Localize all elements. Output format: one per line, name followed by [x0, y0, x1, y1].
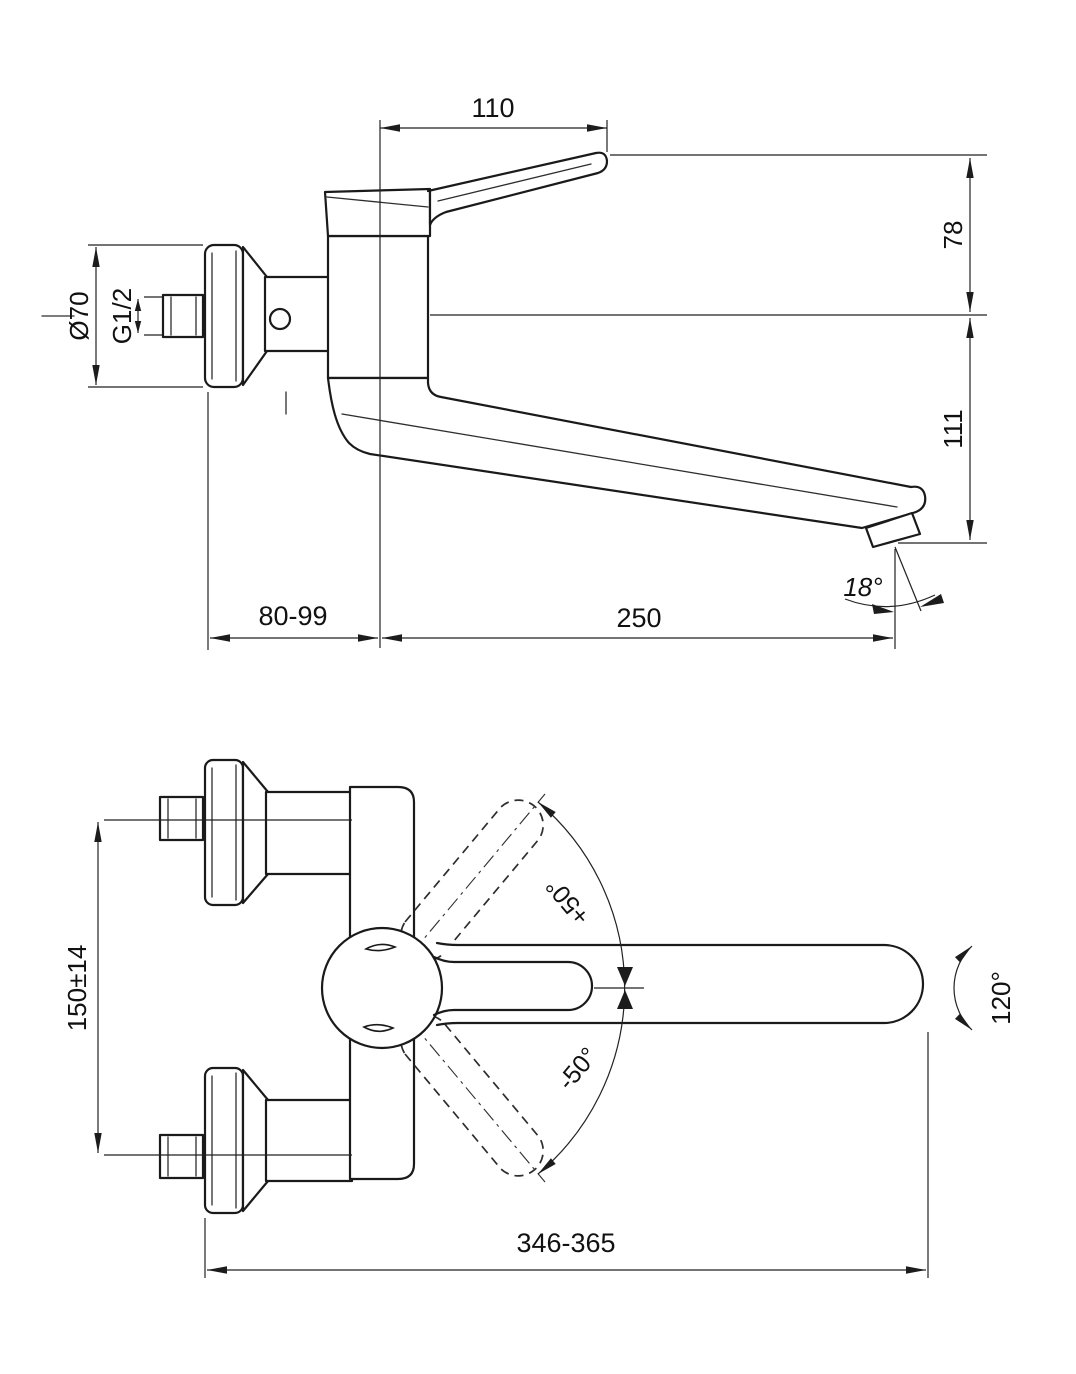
mixer-body [326, 234, 430, 380]
dim-250-label: 250 [616, 603, 661, 633]
escutcheon-flange [203, 243, 245, 389]
angle-arc-18 [844, 594, 936, 608]
lever-handle [426, 151, 609, 227]
upper-sleeve [264, 790, 354, 876]
dim-18deg-label: 18° [843, 572, 882, 602]
dim-111-label: 111 [938, 409, 968, 449]
dim-minus50-label: -50° [552, 1042, 603, 1095]
plan-view: +50° -50° 120° 150±14 346-365 [62, 758, 1016, 1278]
threaded-nipple [161, 293, 205, 339]
dim-78-label: 78 [938, 221, 968, 250]
spout-swivel-arc [953, 945, 973, 1031]
dim-346-label: 346-365 [516, 1228, 615, 1258]
lower-escutcheon [203, 1066, 245, 1215]
dim-150-label: 150±14 [62, 945, 92, 1032]
side-view: 110 78 111 Ø70 G1/2 80-99 250 18° [41, 93, 987, 650]
lever-plan [432, 955, 594, 1017]
lower-sleeve [264, 1098, 354, 1183]
dim-110-label: 110 [471, 93, 514, 123]
hub-slot-top [363, 943, 398, 952]
dim-g12-label: G1/2 [107, 288, 137, 344]
spout-plan [435, 941, 925, 1027]
angle-ray [894, 546, 922, 612]
handle-base [323, 187, 432, 238]
dim-dia70-label: Ø70 [64, 291, 94, 340]
upper-escutcheon [203, 758, 245, 907]
spout-outlet [864, 511, 922, 549]
sleeve-hole [268, 307, 292, 331]
lower-cone [241, 1068, 270, 1213]
cartridge-hub [320, 926, 444, 1050]
dim-8099-label: 80-99 [258, 601, 327, 631]
dim-120deg-label: 120° [986, 971, 1016, 1025]
spout [326, 376, 927, 530]
dim-plus50-label: +50° [540, 872, 595, 930]
escutcheon-cone [241, 245, 269, 387]
upper-cone [241, 760, 270, 905]
hub-slot-bottom [362, 1023, 396, 1033]
